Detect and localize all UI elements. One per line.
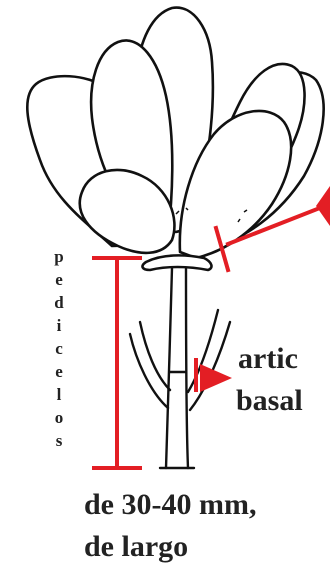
pedicelos-letter: i: [57, 317, 62, 334]
bract-left: [140, 322, 170, 390]
pedicelos-letter: d: [54, 294, 63, 311]
sepal: [143, 255, 212, 270]
pedicelos-letter: e: [55, 271, 63, 288]
length-label-line2: de largo: [84, 532, 188, 562]
stem-right-edge: [186, 268, 188, 468]
pedicelos-letter: o: [55, 409, 64, 426]
flower-arrow-head: [316, 186, 330, 226]
articulation-arrow-head: [200, 364, 232, 392]
length-bar: [94, 258, 140, 468]
pedicelos-letter: l: [57, 386, 62, 403]
pedicelos-letter: c: [55, 340, 63, 357]
pedicelos-letter: s: [56, 432, 63, 449]
pedicelos-letter: e: [55, 363, 63, 380]
pedicelos-letter: p: [54, 248, 63, 265]
bract-left-inner: [130, 334, 168, 408]
articulation-label-line1: artic: [238, 344, 298, 374]
length-label-line1: de 30-40 mm,: [84, 490, 256, 520]
stem-left-edge: [166, 268, 172, 468]
articulation-label-line2: basal: [236, 386, 303, 416]
